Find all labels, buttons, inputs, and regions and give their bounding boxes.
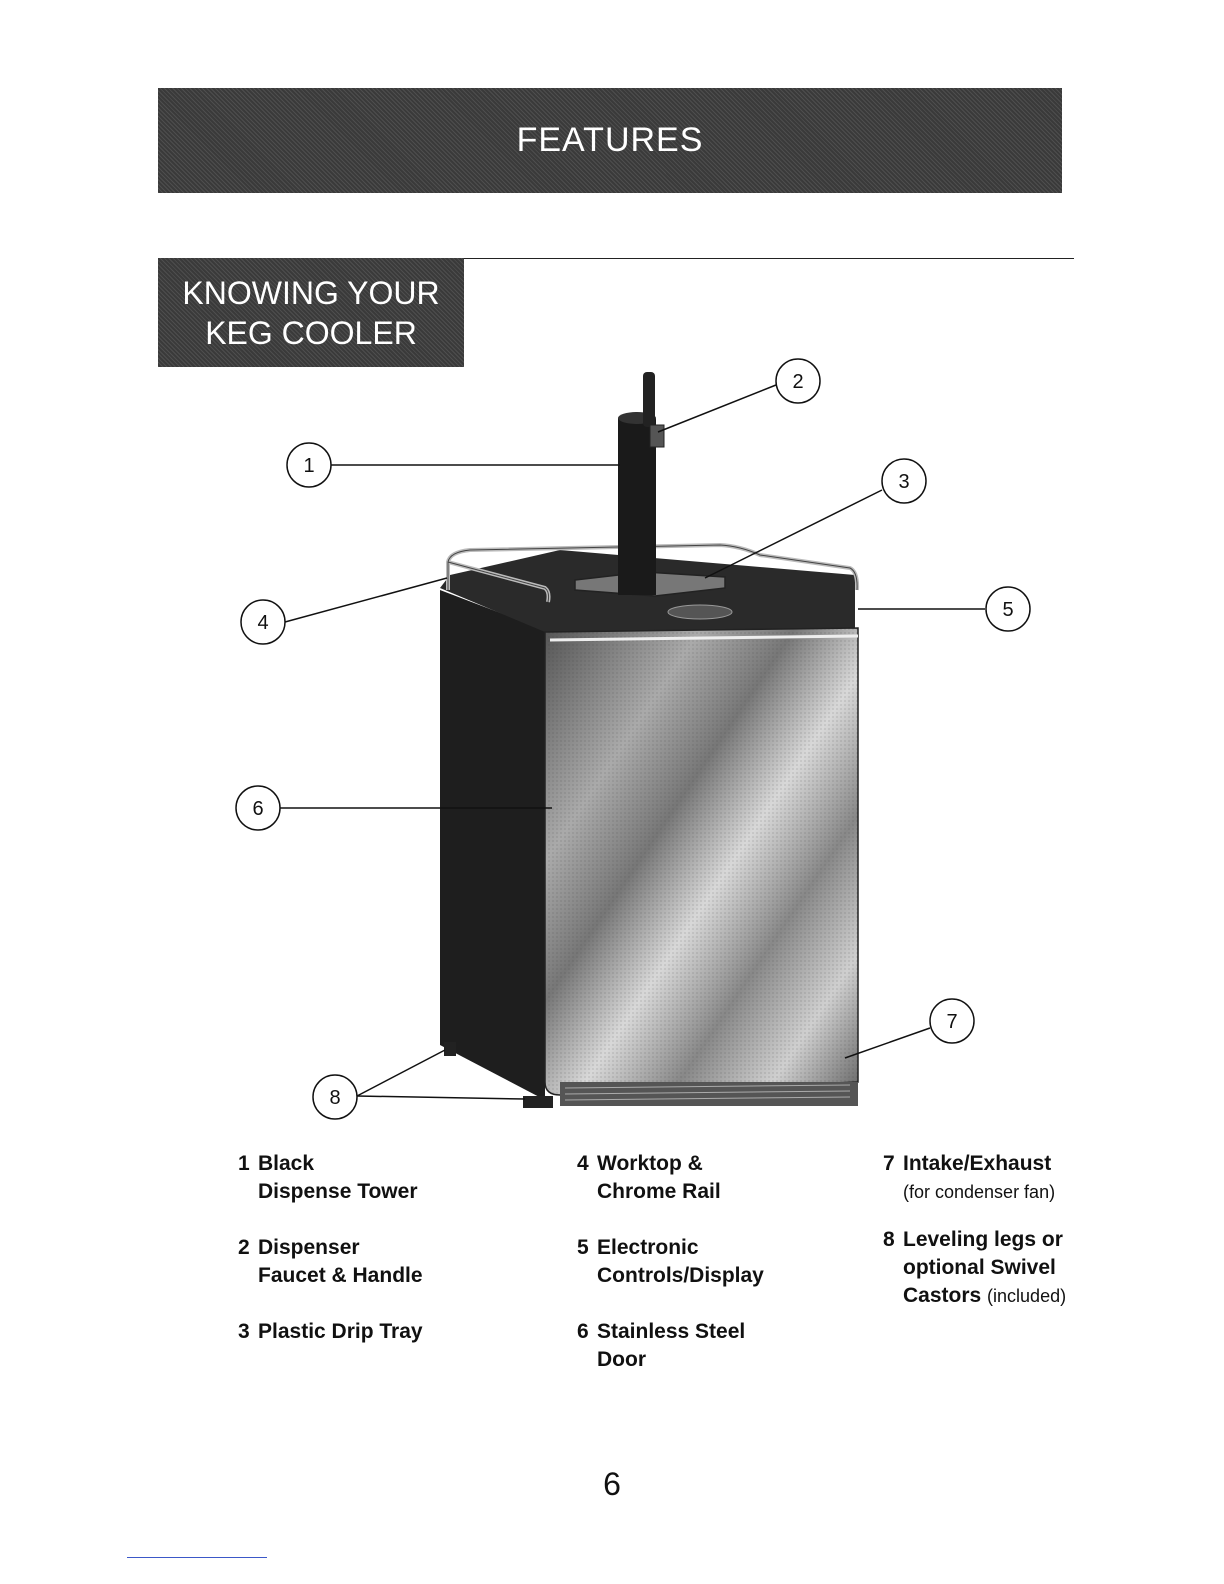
legend-note: (included) <box>987 1286 1066 1306</box>
legend-number: 8 <box>883 1226 903 1254</box>
callout-label-6: 6 <box>252 798 263 820</box>
legend-number: 1 <box>238 1150 258 1178</box>
legend-text: Castors <box>903 1284 981 1307</box>
legend-number: 2 <box>238 1234 258 1262</box>
footer-line <box>127 1557 267 1558</box>
legend-number: 4 <box>577 1150 597 1178</box>
callout-label-4: 4 <box>257 612 268 634</box>
legend-text: Intake/Exhaust <box>903 1152 1051 1175</box>
callout-label-3: 3 <box>898 471 909 493</box>
legend-text: Chrome Rail <box>577 1178 764 1206</box>
legend-text: Faucet & Handle <box>238 1262 423 1290</box>
legend-text: optional Swivel <box>883 1254 1066 1282</box>
cabinet-side <box>440 590 545 1100</box>
legend-note: (for condenser fan) <box>883 1178 1066 1206</box>
leveling-leg <box>444 1042 456 1056</box>
callout-label-2: 2 <box>792 371 803 393</box>
controls-display <box>668 605 732 619</box>
page-number: 6 <box>0 1466 1224 1503</box>
legend-text: Plastic Drip Tray <box>258 1320 423 1343</box>
legend-text: Dispense Tower <box>238 1178 423 1206</box>
legend-text: Black <box>258 1152 314 1175</box>
legend-text: Door <box>577 1346 764 1374</box>
legend-text: Controls/Display <box>577 1262 764 1290</box>
legend-number: 5 <box>577 1234 597 1262</box>
legend-text: Stainless Steel <box>597 1320 745 1343</box>
callout-label-5: 5 <box>1002 599 1013 621</box>
callout-label-7: 7 <box>946 1011 957 1033</box>
legend-text: Leveling legs or <box>903 1228 1063 1251</box>
callout-label-8: 8 <box>329 1087 340 1109</box>
legend-text: Dispenser <box>258 1236 360 1259</box>
legend-text: Worktop & <box>597 1152 703 1175</box>
legend-number: 6 <box>577 1318 597 1346</box>
faucet-handle <box>643 372 655 427</box>
legend-number: 7 <box>883 1150 903 1178</box>
callout-label-1: 1 <box>303 455 314 477</box>
legend-number: 3 <box>238 1318 258 1346</box>
legend-text: Electronic <box>597 1236 699 1259</box>
